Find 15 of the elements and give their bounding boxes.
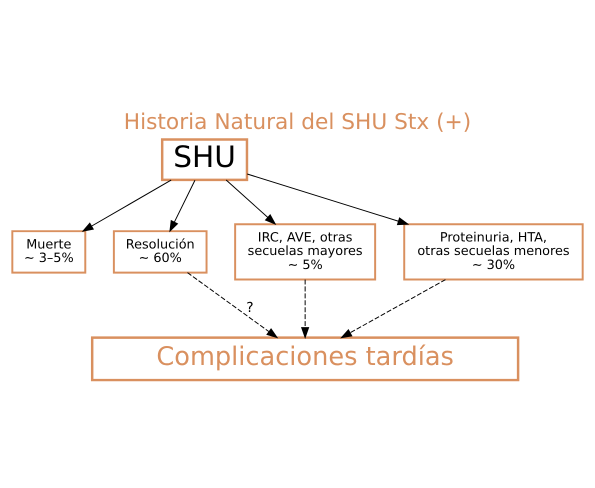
- arrow: [226, 180, 276, 226]
- node-box: Complicaciones tardías: [90, 336, 520, 382]
- edge-label: ?: [246, 300, 254, 316]
- arrow: [169, 180, 196, 232]
- arrow: [186, 272, 278, 338]
- node-box: SHU: [160, 138, 248, 182]
- node-box: Resolución ~ 60%: [112, 230, 208, 274]
- diagram-title: Historia Natural del SHU Stx (+): [124, 110, 472, 136]
- arrow: [246, 174, 410, 226]
- arrow: [82, 180, 172, 232]
- node-box: IRC, AVE, otras secuelas mayores ~ 5%: [234, 223, 376, 280]
- arrow: [340, 279, 446, 338]
- node-box: Proteinuria, HTA, otras secuelas menores ~ 30%: [403, 223, 584, 280]
- arrow: [301, 279, 310, 339]
- node-box: Muerte ~ 3–5%: [11, 230, 86, 274]
